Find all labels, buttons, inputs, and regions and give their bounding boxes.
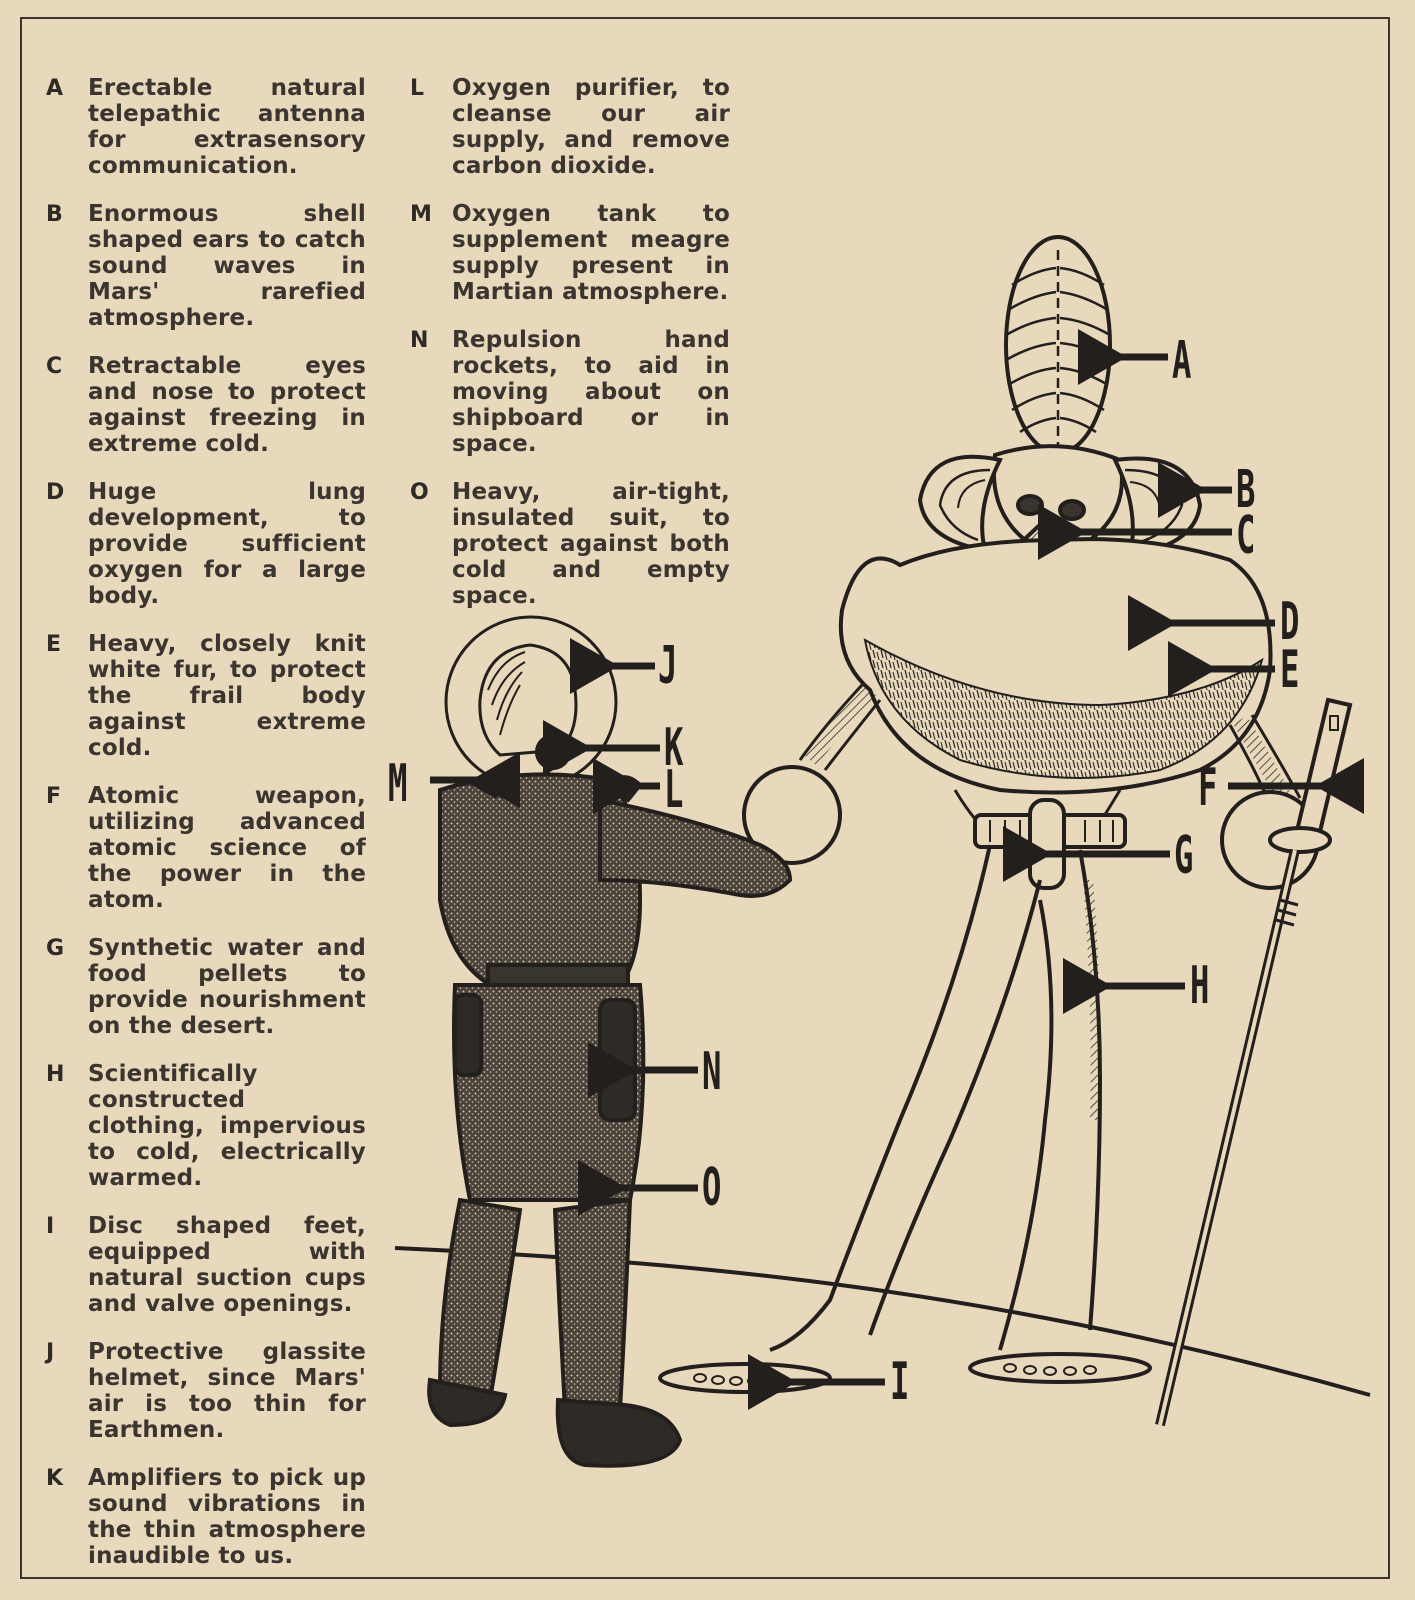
legend-description: Protective glassite helmet, since Mars' … [88, 1339, 366, 1443]
legend-letter: F [46, 784, 62, 809]
legend-description: Amplifiers to pick up sound vibrations i… [88, 1465, 366, 1569]
legend-letter: I [46, 1214, 55, 1239]
diagram-frame [20, 17, 1390, 1579]
legend-entry-k: K Amplifiers to pick up sound vibrations … [46, 1465, 366, 1569]
legend-description: Repulsion hand rockets, to aid in moving… [452, 327, 730, 457]
legend-letter: G [46, 936, 65, 961]
legend-left-column: A Erectable natural telepathic antenna fo… [46, 75, 366, 1591]
legend-entry-a: A Erectable natural telepathic antenna fo… [46, 75, 366, 179]
legend-description: Erectable natural telepathic antenna for… [88, 75, 366, 179]
callout-label-d: D [1280, 592, 1300, 652]
legend-letter: K [46, 1466, 64, 1491]
callout-label-i: I [890, 1352, 910, 1412]
legend-letter: C [46, 354, 63, 379]
callout-label-f: F [1198, 758, 1218, 818]
legend-entry-d: D Huge lung development, to provide suffi… [46, 479, 366, 609]
legend-description: Enormous shell shaped ears to catch soun… [88, 201, 366, 331]
legend-description: Heavy, closely knit white fur, to protec… [88, 631, 366, 761]
legend-description: Huge lung development, to provide suffic… [88, 479, 366, 609]
legend-entry-f: F Atomic weapon, utilizing advanced atomi… [46, 783, 366, 913]
legend-entry-j: J Protective glassite helmet, since Mars'… [46, 1339, 366, 1443]
legend-letter: M [410, 202, 432, 227]
legend-description: Scientifically constructed clothing, imp… [88, 1061, 366, 1191]
legend-middle-column: L Oxygen purifier, to cleanse our air sup… [410, 75, 730, 631]
legend-entry-h: H Scientifically constructed clothing, im… [46, 1061, 366, 1191]
legend-letter: O [410, 480, 429, 505]
legend-letter: E [46, 632, 62, 657]
legend-description: Synthetic water and food pellets to prov… [88, 935, 366, 1039]
callout-label-a: A [1172, 331, 1192, 391]
legend-description: Heavy, air-tight, insulated suit, to pro… [452, 479, 730, 609]
legend-entry-c: C Retractable eyes and nose to protect ag… [46, 353, 366, 457]
legend-letter: H [46, 1062, 65, 1087]
legend-entry-l: L Oxygen purifier, to cleanse our air sup… [410, 75, 730, 179]
legend-entry-n: N Repulsion hand rockets, to aid in movin… [410, 327, 730, 457]
legend-description: Disc shaped feet, equipped with natural … [88, 1213, 366, 1317]
callout-label-j: J [658, 636, 678, 696]
legend-entry-i: I Disc shaped feet, equipped with natural… [46, 1213, 366, 1317]
legend-description: Atomic weapon, utilizing advanced atomic… [88, 783, 366, 913]
callout-label-b: B [1236, 460, 1256, 520]
callout-label-h: H [1190, 956, 1210, 1016]
legend-description: Oxygen tank to supplement meagre supply … [452, 201, 730, 305]
legend-letter: D [46, 480, 65, 505]
legend-description: Oxygen purifier, to cleanse our air supp… [452, 75, 730, 179]
callout-label-n: N [702, 1042, 722, 1102]
callout-label-l: L [664, 760, 684, 820]
legend-description: Retractable eyes and nose to protect aga… [88, 353, 366, 457]
callout-label-e: E [1280, 640, 1300, 700]
legend-entry-e: E Heavy, closely knit white fur, to prote… [46, 631, 366, 761]
legend-letter: A [46, 76, 64, 101]
legend-entry-m: M Oxygen tank to supplement meagre supply… [410, 201, 730, 305]
legend-entry-g: G Synthetic water and food pellets to pro… [46, 935, 366, 1039]
legend-letter: J [46, 1340, 55, 1365]
callout-label-c: C [1236, 506, 1256, 566]
legend-letter: N [410, 328, 429, 353]
legend-letter: B [46, 202, 63, 227]
callout-label-o: O [702, 1158, 722, 1218]
legend-entry-o: O Heavy, air-tight, insulated suit, to pr… [410, 479, 730, 609]
legend-entry-b: B Enormous shell shaped ears to catch sou… [46, 201, 366, 331]
legend-letter: L [410, 76, 425, 101]
callout-label-k: K [664, 718, 684, 778]
callout-label-g: G [1174, 826, 1194, 886]
callout-label-m: M [388, 754, 408, 814]
